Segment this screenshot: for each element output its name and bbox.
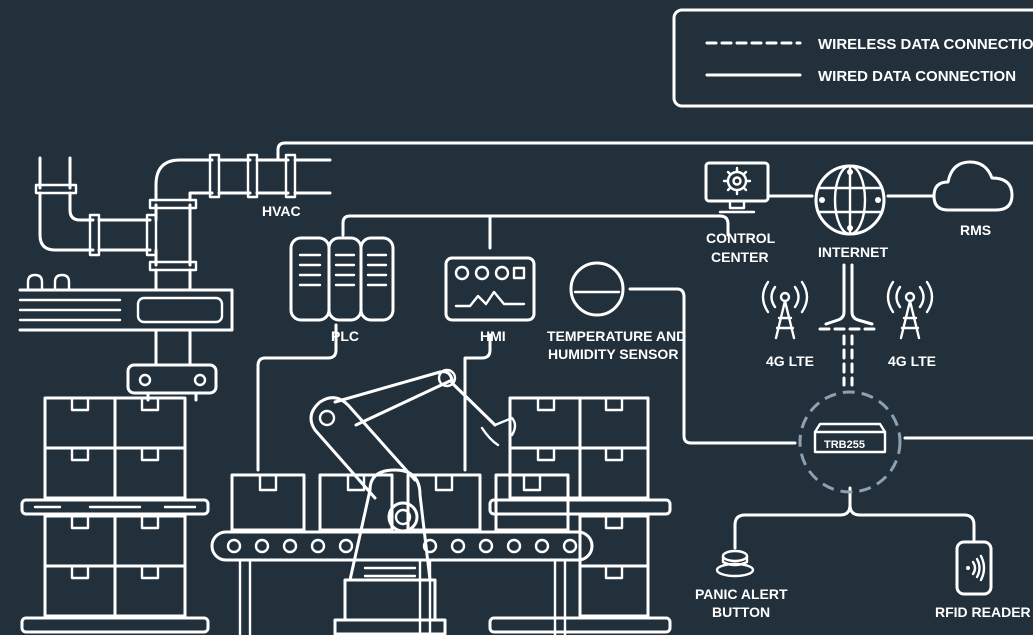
plc-label: PLC (331, 328, 359, 344)
box-stack-icon (20, 396, 210, 634)
sensor-router-wire (628, 287, 797, 445)
router-icon: TRB255 (798, 390, 902, 494)
panic-label-1: PANIC ALERT (695, 586, 788, 602)
temp-sensor-label-2: HUMIDITY SENSOR (548, 346, 678, 362)
legend-box (672, 8, 1033, 108)
legend: WIRELESS DATA CONNECTION WIRED DATA CONN… (672, 8, 1033, 108)
lte-right-label: 4G LTE (888, 353, 936, 369)
legend-wireless-label: WIRELESS DATA CONNECTION (818, 36, 1033, 53)
antenna-icon (886, 280, 934, 340)
hvac-label: HVAC (262, 203, 301, 219)
panic-button-icon (715, 549, 755, 578)
hmi-icon (444, 256, 536, 322)
hmi-control-wire (488, 214, 730, 237)
router-rfid-wire (848, 503, 976, 542)
plc-conveyor-wire (256, 323, 338, 472)
cloud-icon (932, 160, 1014, 212)
hvac-wire (276, 141, 1033, 162)
plc-hmi-wire (341, 214, 492, 250)
router-model-label: TRB255 (824, 439, 865, 451)
internet-label: INTERNET (818, 244, 888, 260)
sensor-icon (569, 261, 625, 317)
internet-lte-right-wire (850, 263, 874, 326)
panic-label-2: BUTTON (712, 604, 770, 620)
control-center-label-2: CENTER (711, 249, 769, 265)
globe-icon (814, 164, 886, 236)
internet-lte-left-wire (824, 263, 846, 326)
lte-left-label: 4G LTE (766, 353, 814, 369)
monitor-gear-icon (704, 161, 770, 214)
rms-label: RMS (960, 222, 991, 238)
router-panic-wire (733, 486, 852, 550)
temp-sensor-label-1: TEMPERATURE AND (547, 328, 686, 344)
plc-icon (289, 236, 395, 322)
control-center-label-1: CONTROL (706, 230, 776, 246)
router-range-ring (798, 390, 902, 494)
wireless-connections (818, 327, 880, 387)
rfid-reader-icon (955, 540, 993, 596)
hmi-label: HMI (480, 328, 506, 344)
box-stack-icon-right (488, 396, 672, 634)
wired-connections (256, 141, 1033, 550)
legend-wired-label: WIRED DATA CONNECTION (818, 68, 1016, 85)
hmi-robot-wire (463, 333, 492, 472)
rfid-label: RFID READER (935, 604, 1031, 620)
antenna-icon (761, 280, 809, 340)
robot-arm-icon (309, 368, 517, 635)
pipe-icon (18, 153, 332, 402)
